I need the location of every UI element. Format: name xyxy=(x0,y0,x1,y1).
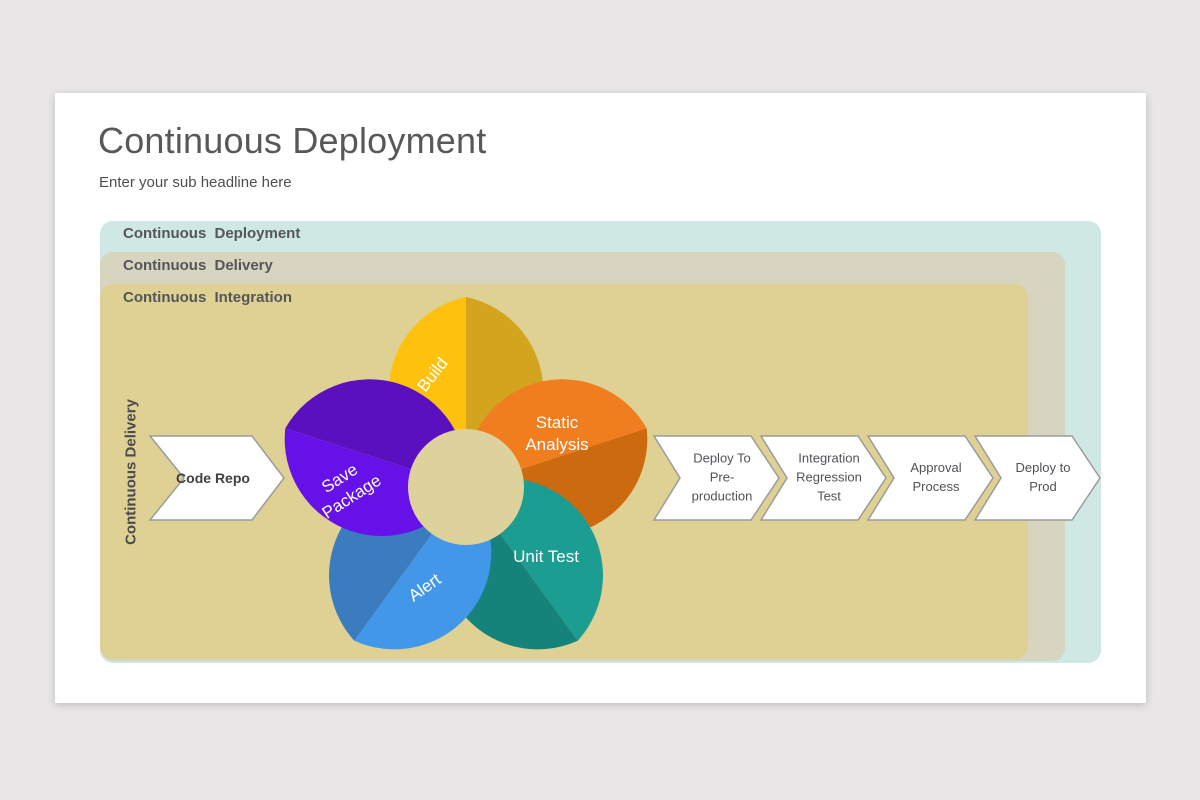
arrow-label-code-repo: Code Repo xyxy=(176,470,250,486)
arrow-label-integration-regression-test: Integration Regression Test xyxy=(796,450,862,504)
flower-diagram xyxy=(284,297,648,650)
arrow-label-deploy-prod: Deploy to Prod xyxy=(1015,460,1071,494)
arrow-deploy-preproduction xyxy=(652,435,780,521)
flower-center-circle xyxy=(408,429,524,545)
ring-label-continuous-integration: Continuous Integration xyxy=(123,289,292,306)
arrow-deploy-prod xyxy=(973,435,1101,521)
slide-title: Continuous Deployment xyxy=(98,120,487,161)
ring-label-continuous-deployment: Continuous Deployment xyxy=(123,225,301,242)
side-label-continuous-delivery: Continuous Delivery xyxy=(122,399,140,545)
arrow-code-repo xyxy=(148,435,285,521)
arrow-label-deploy-preproduction: Deploy To Pre- production xyxy=(691,450,753,504)
arrow-label-approval-process: Approval Process xyxy=(910,460,962,494)
arrow-integration-regression-test xyxy=(759,435,887,521)
arrow-approval-process xyxy=(866,435,994,521)
slide-subtitle: Enter your sub headline here xyxy=(99,174,292,191)
petal-label-static-analysis: Static Analysis xyxy=(525,412,589,454)
ring-label-continuous-delivery: Continuous Delivery xyxy=(123,257,273,274)
petal-label-unit-test: Unit Test xyxy=(513,546,579,566)
